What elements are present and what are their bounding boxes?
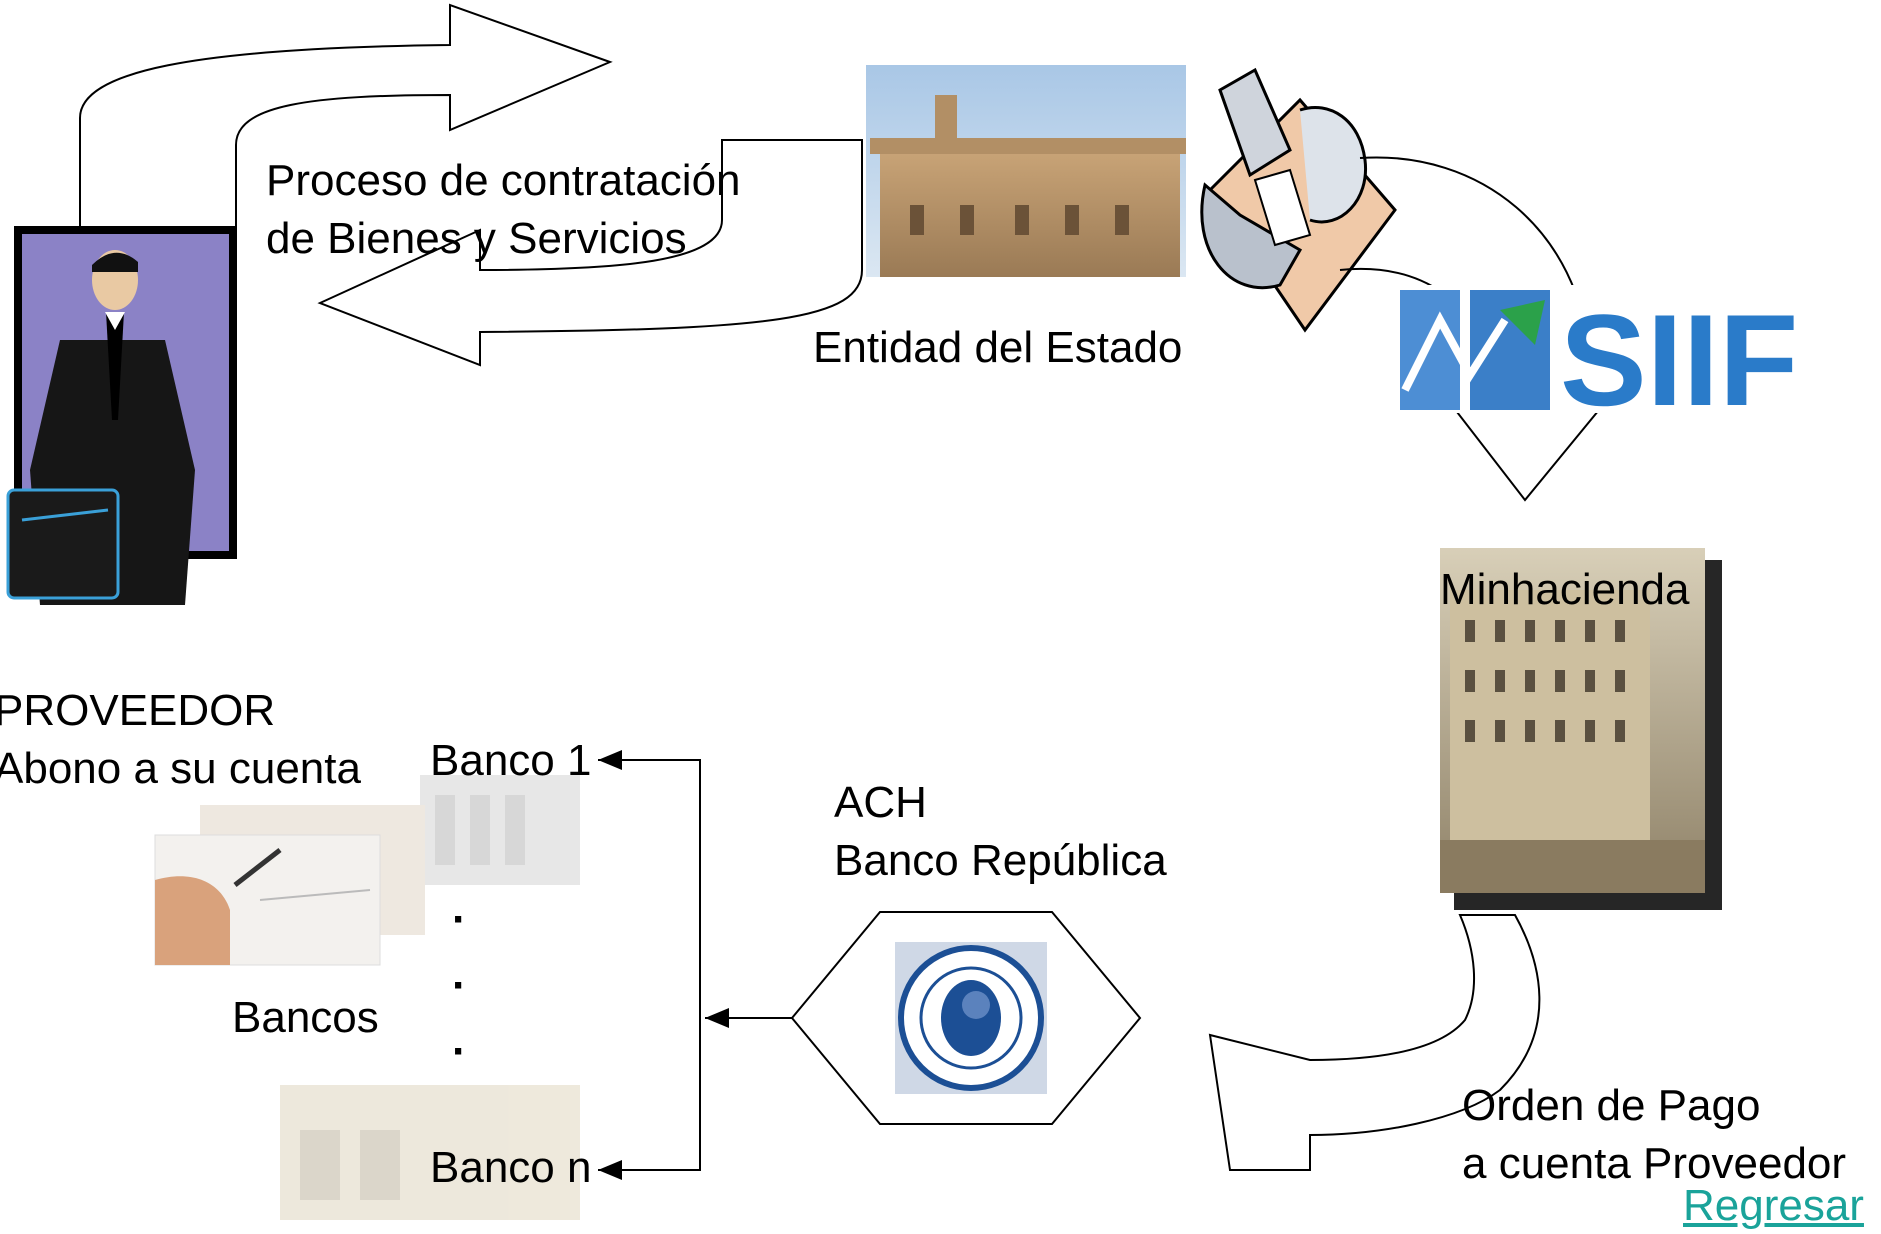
banco-republica-label: Banco República xyxy=(834,836,1167,885)
contract-arrow-right xyxy=(79,3,613,231)
provider-subtitle: Abono a su cuenta xyxy=(0,744,361,793)
contract-arrow-left xyxy=(317,139,863,367)
bank1-label: Banco 1 xyxy=(430,736,592,785)
ellipsis-dot-3: · xyxy=(452,1027,467,1076)
contract-process-line1: Proceso de contratación xyxy=(266,156,741,205)
ellipsis-dot-1: · xyxy=(452,895,467,944)
payment-order-line1: Orden de Pago xyxy=(1462,1081,1761,1130)
bank-building-faded-top xyxy=(420,775,580,885)
ach-label: ACH xyxy=(834,778,927,827)
bankn-label: Banco n xyxy=(430,1143,592,1192)
back-link[interactable]: Regresar xyxy=(1683,1181,1864,1230)
ministry-label: Minhacienda xyxy=(1440,565,1690,614)
provider-label: PROVEEDOR xyxy=(0,686,276,735)
state-entity-label: Entidad del Estado xyxy=(813,323,1183,372)
bank-building-faded-bottom xyxy=(280,1085,580,1220)
contract-process-line2: de Bienes y Servicios xyxy=(266,214,687,263)
siif-logo: SIIF xyxy=(1398,285,1798,433)
banks-label: Bancos xyxy=(232,993,379,1042)
ministry-image xyxy=(1440,548,1722,910)
banco-republica-seal xyxy=(895,942,1047,1094)
document-handling-illustration xyxy=(1200,67,1397,333)
banks-bracket xyxy=(600,759,701,1171)
provider-image xyxy=(6,226,237,605)
ellipsis-dot-2: · xyxy=(452,961,467,1010)
payment-order-arrow xyxy=(1208,914,1541,1171)
cheque-writing-images xyxy=(154,805,425,966)
state-entity-image xyxy=(866,65,1186,277)
payment-order-line2: a cuenta Proveedor xyxy=(1462,1139,1847,1188)
siif-logo-text: SIIF xyxy=(1560,287,1798,433)
